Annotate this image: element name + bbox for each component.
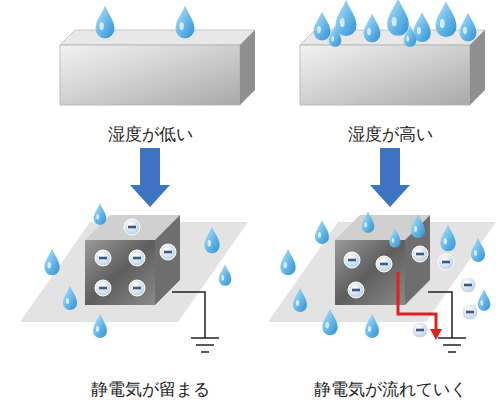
scene-static-flows [440,225,455,251]
scene-static-stays [95,250,111,266]
block-high-humidity [460,13,477,42]
scene-static-flows [471,238,485,262]
caption-panel: 静電気が流れていく [280,210,500,400]
scene-static-flows [412,322,428,338]
scene-static-flows [462,304,478,320]
scene-static-flows [335,240,405,305]
block-high-humidity [404,25,417,47]
block-low-humidity [60,45,240,105]
caption-panel: 湿度が低い [40,0,260,145]
scene-static-flows [405,215,430,305]
scene-static-flows [293,288,307,312]
block-high-humidity [329,25,342,47]
block-low-humidity [60,6,255,105]
scene-static-stays [201,351,209,353]
block-high-humidity [470,30,485,105]
caption-text: 静電気が留まる [89,379,212,400]
scene-static-stays [160,244,176,260]
caption-panel: 静電気が留まる [30,210,270,400]
scene-static-stays [94,203,107,225]
caption-panel: 湿度が高い [280,0,500,145]
block-low-humidity [176,6,195,38]
scene-static-stays [124,219,140,235]
scene-static-stays [196,344,214,346]
scene-static-stays [85,240,155,305]
scene-static-flows [335,215,430,240]
scene-static-flows [280,249,295,275]
scene-static-flows [348,282,364,298]
scene-static-stays [204,227,219,253]
scene-static-stays [129,280,145,296]
scene-static-flows [443,344,461,346]
block-low-humidity [96,6,115,38]
block-low-humidity [240,30,255,105]
caption-text: 湿度が高い [346,124,435,145]
flow-arrow [380,148,400,185]
scene-static-stays [95,280,111,296]
scene-static-stays [172,292,205,338]
scene-static-flows [268,211,496,352]
scene-static-flows [430,329,442,340]
flow-arrow [140,148,160,185]
scene-static-flows [438,337,466,339]
scene-static-stays [44,249,59,275]
scene-static-flows [398,272,436,330]
scene-static-flows [411,214,425,238]
scene-static-stays [93,314,107,338]
block-high-humidity [300,45,470,105]
scene-static-flows [389,228,400,247]
scene-static-stays [219,264,232,286]
block-high-humidity [336,0,357,36]
scene-static-flows [322,309,337,335]
scene-static-stays [20,203,248,352]
block-high-humidity [364,14,381,43]
scene-static-flows [365,314,379,338]
block-high-humidity [387,0,409,36]
scene-static-stays [191,337,219,339]
scene-static-flows [412,246,428,262]
scene-static-flows [460,277,476,293]
block-high-humidity [436,1,457,37]
scene-static-flows [376,256,392,272]
block-low-humidity [60,30,255,45]
block-high-humidity [314,12,331,41]
scene-static-flows [362,211,375,233]
caption-text: 静電気が流れていく [312,379,469,400]
scene-static-flows [438,254,454,270]
block-high-humidity [300,0,485,105]
scene-static-stays [63,286,77,310]
scene-static-flows [478,289,491,311]
scene-static-flows [448,351,456,353]
caption-text: 湿度が低い [106,124,195,145]
scene-static-flows [344,252,360,268]
scene-static-stays [129,250,145,266]
scene-static-flows [315,220,329,244]
